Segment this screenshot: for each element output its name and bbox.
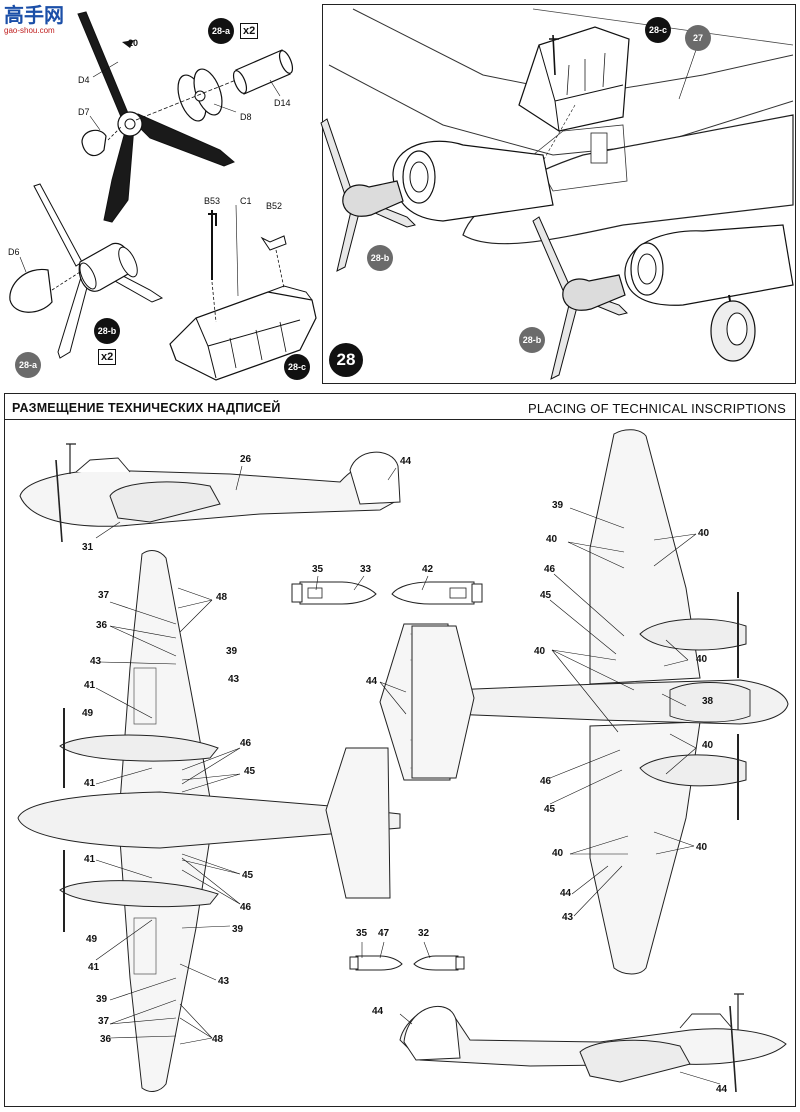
propeller-assembly-drawing: [9, 11, 317, 381]
inscription-callout: 26: [240, 454, 252, 465]
top-view-planform: 48 37 36 39 43 43 41 49 46 45 41 41 45 4…: [0, 548, 420, 1100]
inscription-callout: 40: [696, 654, 708, 665]
inscription-callout: 40: [702, 740, 714, 751]
inscription-callout: 46: [240, 902, 252, 913]
section-title-russian: РАЗМЕЩЕНИЕ ТЕХНИЧЕСКИХ НАДПИСЕЙ: [12, 401, 281, 415]
inscription-callout: 44: [716, 1084, 728, 1095]
inscriptions-section-frame: [4, 393, 796, 1107]
inscription-callout: 35: [312, 564, 324, 575]
part-label-d6: D6: [8, 247, 20, 257]
inscription-callout: 46: [544, 564, 556, 575]
inscription-callout: 36: [100, 1034, 112, 1045]
part-label-b52: B52: [266, 201, 283, 211]
inscription-callout: 49: [82, 708, 94, 719]
subassembly-badge-28a: 28-a: [15, 352, 41, 378]
inscription-callout: 44: [372, 1006, 384, 1017]
bottom-view-planform: 39 40 40 46 45 40 40 38 40 46 45 40 40 4…: [400, 428, 796, 978]
inscription-callout: 48: [212, 1034, 224, 1045]
aircraft-top-planform: [17, 550, 401, 1092]
step-number: 28: [329, 343, 363, 377]
inscription-callout: 31: [82, 542, 94, 553]
inscription-callout: 45: [544, 804, 556, 815]
section-header-divider: [4, 419, 796, 420]
bomb-drawings-small: [349, 941, 465, 971]
inscription-callout: 40: [546, 534, 558, 545]
logo-characters: 高手网: [4, 3, 64, 27]
subassembly-badge-28b: 28-b: [519, 327, 545, 353]
inscription-callout: 39: [552, 500, 564, 511]
subassembly-badge-28a: 28-a: [208, 18, 234, 44]
side-view-lower: 44 44: [360, 980, 796, 1106]
quantity-multiplier: x2: [240, 23, 259, 39]
inscription-callout: 41: [84, 778, 96, 789]
inscription-callout: 47: [378, 928, 390, 939]
part-label-d14: D14: [274, 98, 291, 108]
inscription-callout: 45: [244, 766, 256, 777]
part-label-d8: D8: [240, 112, 252, 122]
subassembly-badge-28c: 28-c: [284, 354, 310, 380]
inscription-callout: 38: [702, 696, 714, 707]
section-title-english: PLACING OF TECHNICAL INSCRIPTIONS: [528, 401, 786, 416]
inscription-callout: 36: [96, 620, 108, 631]
inscription-callout: 46: [540, 776, 552, 787]
bombs-detail-upper: 35 33 42: [290, 562, 490, 612]
inscription-callout: 33: [360, 564, 372, 575]
part-label-b53: B53: [204, 196, 221, 206]
aircraft-assembly-panel: 28-c 27 28-b 28-b 28: [320, 4, 796, 384]
inscription-callout: 41: [84, 854, 96, 865]
inscription-callout: 49: [86, 934, 98, 945]
reference-marker-20: 20: [128, 38, 139, 48]
part-label-c1: C1: [240, 196, 252, 206]
aircraft-side-profile-reversed: [399, 993, 787, 1093]
inscription-callout: 48: [216, 592, 228, 603]
inscription-callout: 44: [366, 676, 378, 687]
part-reference-27: 27: [685, 25, 711, 51]
bomb-drawings: [291, 575, 483, 605]
inscription-callout: 39: [226, 646, 238, 657]
inscription-callout: 32: [418, 928, 430, 939]
inscription-callout: 37: [98, 1016, 110, 1027]
bombs-detail-lower: 35 47 32: [349, 924, 470, 974]
inscription-callout: 40: [534, 646, 546, 657]
subassembly-badge-28b: 28-b: [94, 318, 120, 344]
subassembly-badge-28c: 28-c: [645, 17, 671, 43]
inscription-callout: 45: [242, 870, 254, 881]
inscription-callout: 37: [98, 590, 110, 601]
aircraft-assembly-drawing: [320, 8, 794, 380]
inscription-callout: 45: [540, 590, 552, 601]
inscription-callout: 35: [356, 928, 368, 939]
inscription-callout: 40: [696, 842, 708, 853]
subassembly-badge-28b: 28-b: [367, 245, 393, 271]
part-label-d4: D4: [78, 75, 90, 85]
inscription-callout: 43: [228, 674, 240, 685]
aircraft-bottom-planform: [411, 429, 789, 975]
parts-assembly-panel: D4 D7 D8 D14 D6 B53 C1 B52 20 28-a x2 28…: [0, 0, 320, 390]
part-label-d7: D7: [78, 107, 90, 117]
site-logo: 高手网 gao-shou.com: [4, 4, 64, 35]
inscription-callout: 39: [96, 994, 108, 1005]
inscription-callout: 44: [560, 888, 572, 899]
inscription-callout: 44: [400, 456, 412, 467]
inscription-callout: 39: [232, 924, 244, 935]
inscription-callout: 46: [240, 738, 252, 749]
aircraft-side-profile: [19, 443, 401, 543]
inscription-callout: 42: [422, 564, 434, 575]
inscription-callout: 43: [218, 976, 230, 987]
side-view-upper: 26 44 31: [0, 430, 420, 560]
logo-url: gao-shou.com: [4, 26, 55, 35]
inscription-callout: 40: [698, 528, 710, 539]
inscription-callout: 41: [88, 962, 100, 973]
quantity-multiplier: x2: [98, 349, 117, 365]
inscription-callout: 43: [562, 912, 574, 923]
inscription-callout: 41: [84, 680, 96, 691]
inscription-callout: 43: [90, 656, 102, 667]
inscription-callout: 40: [552, 848, 564, 859]
